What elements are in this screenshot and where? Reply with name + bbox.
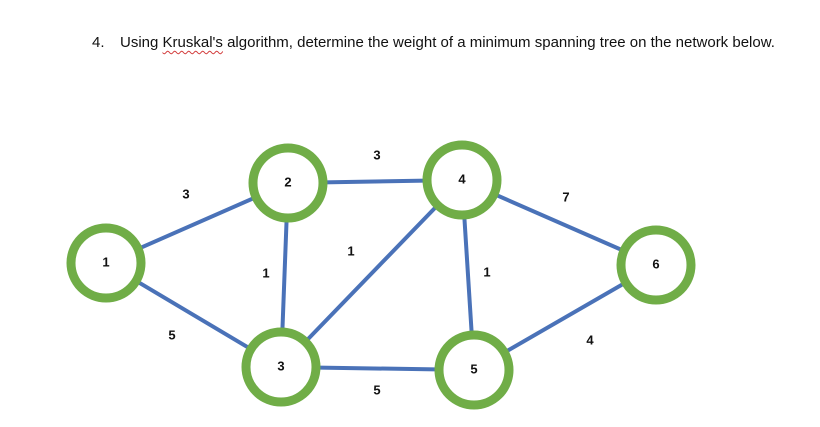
edge-weight-1-2: 3: [182, 186, 189, 201]
node-circle-5: [434, 330, 514, 410]
node-circle-3: [241, 327, 321, 407]
node-label-2: 2: [284, 174, 291, 189]
edge-weight-2-4: 3: [373, 147, 380, 162]
question-text: Using Kruskal's algorithm, determine the…: [120, 32, 782, 53]
node-6: 6: [616, 225, 696, 305]
question-number: 4.: [92, 34, 105, 51]
edge-3-4: [279, 178, 464, 369]
question-text-end: algorithm, determine the weight of a min…: [222, 34, 775, 51]
node-label-4: 4: [458, 171, 466, 186]
node-2: 2: [248, 143, 328, 223]
edge-weight-4-5: 1: [483, 264, 490, 279]
node-label-1: 1: [102, 254, 109, 269]
node-label-5: 5: [470, 361, 477, 376]
nodes-layer: 1 2 3 4 5 6: [66, 140, 696, 410]
node-circle-4: [422, 140, 502, 220]
edge-weight-1-3: 5: [168, 327, 175, 342]
edge-weights-layer: 3 5 3 1 1 1 7 5 4: [168, 147, 594, 397]
node-circle-2: [248, 143, 328, 223]
node-1: 1: [66, 223, 146, 303]
question: 4. Using Kruskal's algorithm, determine …: [92, 32, 782, 53]
node-label-3: 3: [277, 358, 284, 373]
node-5: 5: [434, 330, 514, 410]
edge-weight-3-5: 5: [373, 382, 380, 397]
edge-weight-5-6: 4: [586, 332, 594, 347]
spellcheck-flagged-word: Kruskal's: [162, 34, 223, 51]
edge-weight-2-3: 1: [262, 265, 269, 280]
edges-layer: [104, 178, 658, 372]
edge-weight-3-4: 1: [347, 243, 354, 258]
node-4: 4: [422, 140, 502, 220]
node-3: 3: [241, 327, 321, 407]
node-circle-1: [66, 223, 146, 303]
node-circle-6: [616, 225, 696, 305]
edge-weight-4-6: 7: [562, 189, 569, 204]
node-label-6: 6: [652, 256, 659, 271]
question-text-start: Using: [120, 34, 163, 51]
